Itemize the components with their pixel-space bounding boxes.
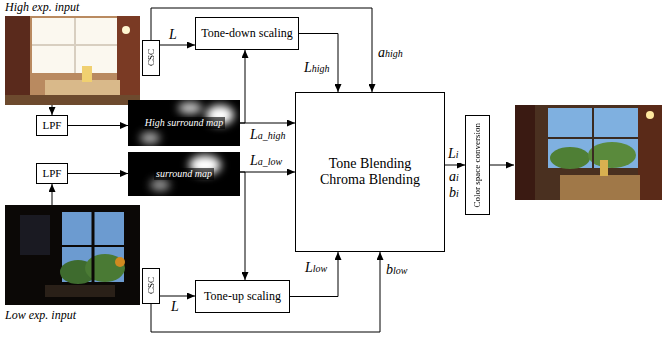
photo-sky	[548, 108, 638, 168]
photo-dark-room	[5, 205, 140, 305]
signal-name: bi	[448, 185, 460, 202]
photo-lamp	[122, 26, 130, 34]
signal-arrow	[240, 172, 295, 173]
node-label: CSC	[146, 49, 156, 66]
map-blob	[178, 102, 202, 114]
filter-box: LPF	[36, 163, 68, 184]
signal-arrow	[68, 125, 128, 126]
high-surround-map-image	[128, 100, 240, 146]
signal-arrow	[151, 8, 372, 92]
map-ground	[128, 100, 240, 146]
csc-box: CSC	[142, 40, 160, 76]
node-label: surround map	[154, 168, 214, 180]
photo-wall	[515, 105, 662, 200]
map-blob	[150, 179, 170, 191]
photo-curtain	[117, 16, 140, 105]
signal-arrow	[68, 173, 128, 174]
photo-table	[45, 80, 120, 95]
node-label: LPF	[43, 119, 62, 132]
signal-name: La_high	[249, 127, 287, 144]
node-label: Tone-down scaling	[201, 27, 292, 41]
process-box: Tone-up scaling	[195, 280, 290, 313]
photo-vase	[600, 160, 608, 176]
filter-box: LPF	[36, 115, 68, 136]
csc-box: CSC	[142, 268, 160, 304]
node-label: High surround map	[143, 117, 226, 129]
photo-lamp	[115, 257, 125, 267]
photo-tree	[550, 147, 590, 169]
blending-box: Tone Blending Chroma Blending	[295, 92, 445, 252]
signal-arrow	[290, 252, 338, 297]
signal-arrow	[240, 50, 245, 123]
process-box: Tone-down scaling	[195, 17, 299, 50]
signal-arrow	[52, 184, 53, 205]
photo-mullion	[548, 137, 638, 139]
signal-arrow	[445, 165, 465, 166]
low-exposure-photo	[5, 205, 140, 305]
photo-table	[560, 175, 640, 200]
high-exposure-photo	[5, 16, 140, 105]
map-blob	[140, 132, 160, 144]
signal-name: ahigh	[377, 45, 404, 62]
signal-arrow	[52, 105, 53, 115]
conversion-box: Color space conversion	[465, 115, 490, 215]
photo-window	[32, 18, 117, 73]
photo-floor	[5, 95, 140, 105]
signal-name: L	[170, 299, 180, 316]
input-photo: Low exp. input	[5, 205, 140, 325]
signal-arrow	[240, 172, 245, 280]
node-label: Tone Blending Chroma Blending	[305, 156, 435, 188]
node-label: LPF	[43, 167, 62, 180]
output-photo	[515, 105, 662, 200]
photo-tree	[588, 142, 636, 168]
low-surround-map-image	[128, 152, 240, 196]
signal-arrow	[151, 252, 380, 332]
signal-arrow	[160, 296, 195, 297]
signal-name: Llow	[304, 260, 328, 277]
photo-table	[45, 285, 115, 297]
photo-mullion	[62, 245, 124, 247]
node-label: Tone-up scaling	[204, 290, 281, 304]
signal-name: Lhigh	[303, 60, 331, 77]
photo-lamp	[646, 111, 654, 119]
node-label: Color space conversion	[472, 123, 482, 207]
signal-name: L	[168, 27, 178, 44]
photo-wall	[5, 16, 140, 105]
photo-curtain	[638, 105, 662, 200]
photo-curtain	[515, 105, 535, 200]
photo-caption: Low exp. input	[5, 309, 76, 323]
signal-name: ai	[448, 169, 460, 186]
signal-arrow	[240, 123, 295, 124]
photo-tree	[85, 254, 125, 282]
signal-name: Li	[447, 146, 460, 163]
photo-vase	[82, 66, 92, 82]
surround-map: surround map	[128, 152, 240, 196]
signal-arrow	[299, 34, 338, 93]
photo-caption: High exp. input	[5, 1, 79, 15]
node-label: CSC	[146, 277, 156, 294]
signal-name: La_low	[249, 153, 283, 170]
output-arrow	[490, 165, 514, 166]
signal-name: blow	[385, 262, 408, 279]
map-ground	[128, 152, 240, 196]
input-photo: High exp. input	[5, 1, 140, 105]
photo-window	[20, 215, 50, 255]
surround-map: High surround map	[128, 100, 240, 146]
photo-mullion	[32, 44, 117, 46]
signal-arrow	[160, 45, 195, 46]
photo-curtain	[5, 16, 30, 105]
